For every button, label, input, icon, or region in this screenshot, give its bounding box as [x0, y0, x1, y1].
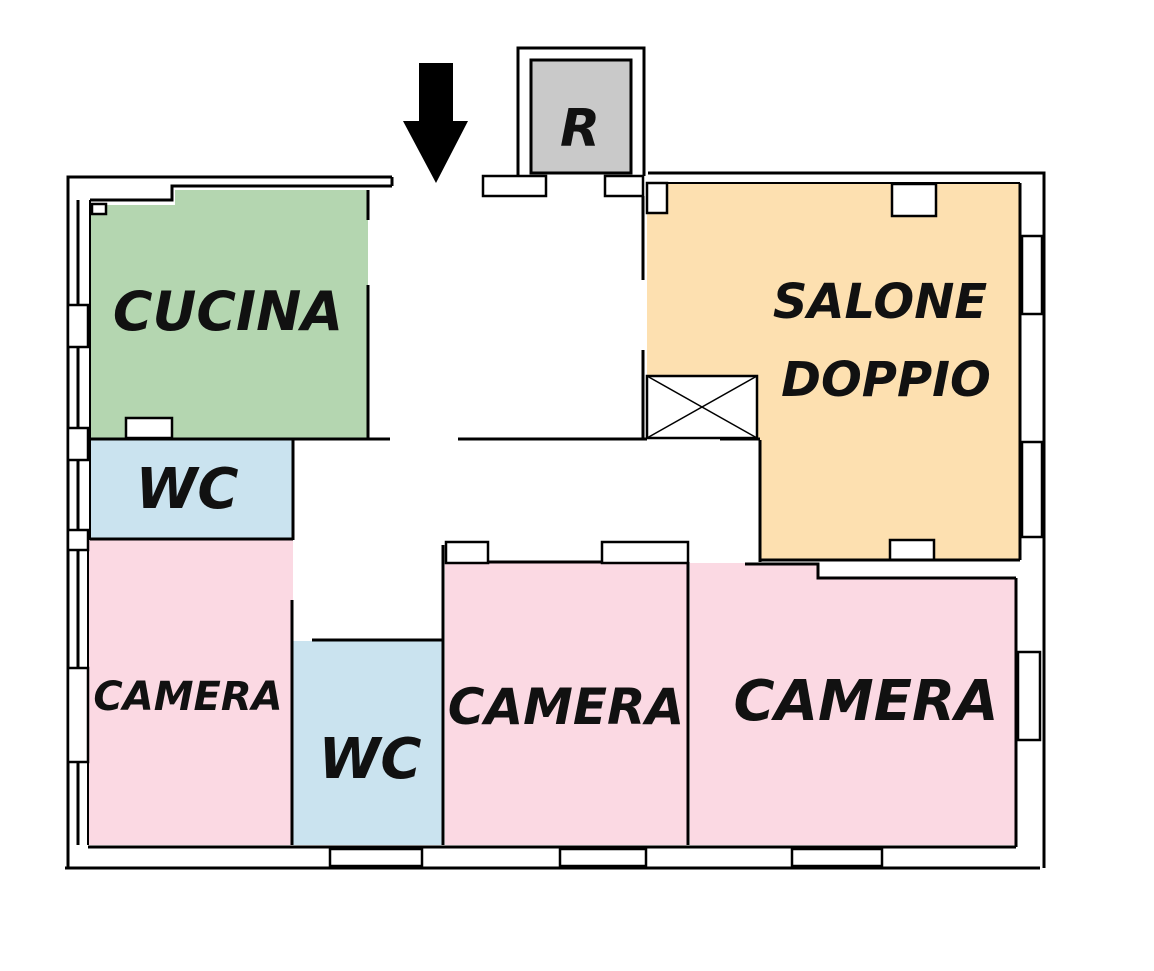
storage-room: [529, 58, 633, 175]
living-room: [647, 183, 1020, 560]
kitchen-room: [90, 190, 368, 438]
bedroom-left-room: [88, 540, 293, 845]
outer-wall: [65, 171, 1046, 870]
wc-bottom-room: [293, 641, 443, 845]
bedroom-middle-label: CAMERA: [448, 678, 685, 736]
bedroom-right-label: CAMERA: [734, 669, 999, 734]
interior-walls: [90, 190, 1020, 845]
cross-box-icon: [645, 374, 759, 440]
living-label-line2: DOPPIO: [781, 352, 991, 408]
wc-top-room: [90, 440, 293, 538]
wc-top-label: WC: [136, 457, 239, 522]
storage-label: R: [560, 99, 600, 159]
bedroom-right-room: [690, 563, 1016, 845]
living-label-line1: SALONE: [773, 274, 988, 330]
wc-bottom-label: WC: [319, 727, 422, 792]
arrow-down-icon: [403, 63, 468, 183]
bedroom-left-label: CAMERA: [93, 674, 282, 720]
kitchen-label: CUCINA: [113, 280, 343, 343]
bedroom-middle-room: [445, 563, 688, 845]
storage-wall: [481, 46, 646, 198]
